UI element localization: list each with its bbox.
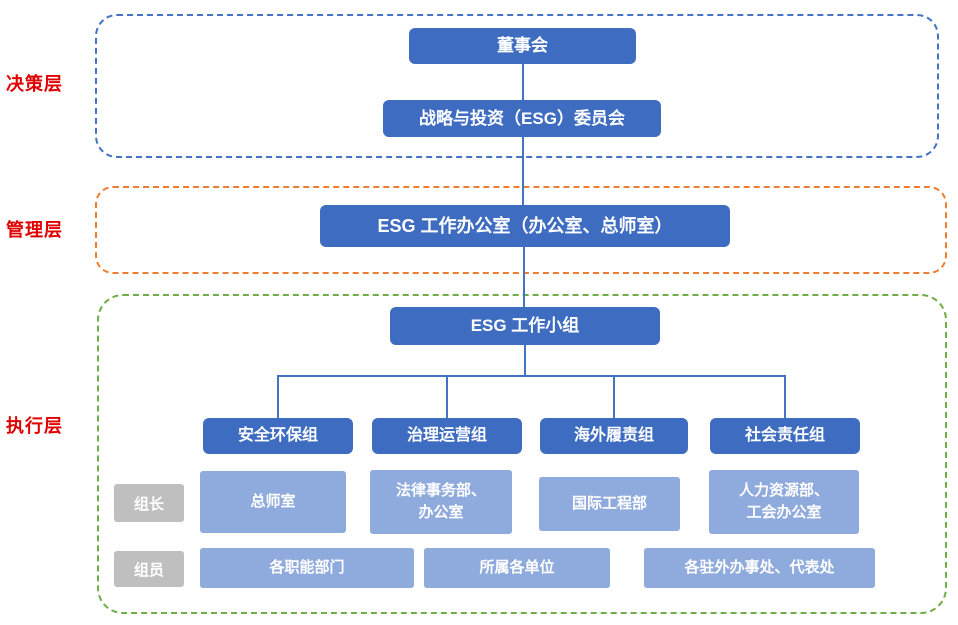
member-box-functional-departments: 各职能部门 [200,548,414,588]
connector-committee-office [522,137,524,205]
leader-box-governance-operations: 法律事务部、 办公室 [370,470,512,534]
governance-operations-group-header: 治理运营组 [372,418,522,454]
esg-committee-node: 战略与投资（ESG）委员会 [383,100,661,137]
member-box-overseas-offices: 各驻外办事处、代表处 [644,548,875,588]
execution-layer-frame [97,294,947,614]
overseas-responsibility-group-header: 海外履责组 [540,418,688,454]
connector-branch-horizontal [277,375,786,377]
safety-environment-group-header: 安全环保组 [203,418,353,454]
execution-layer-label: 执行层 [6,416,63,436]
decision-layer-frame [95,14,939,158]
connector-branch-group-3 [613,375,615,418]
group-leader-row-label: 组长 [114,484,184,522]
connector-workgroup-branch [524,345,526,376]
connector-branch-group-2 [446,375,448,418]
board-node: 董事会 [409,28,636,64]
leader-box-social-responsibility: 人力资源部、 工会办公室 [709,470,859,534]
connector-board-committee [522,64,524,100]
management-layer-label: 管理层 [6,220,63,240]
connector-office-workgroup [523,247,525,307]
decision-layer-label: 决策层 [6,74,63,94]
connector-branch-group-1 [277,375,279,418]
leader-box-safety-environment: 总师室 [200,471,346,533]
leader-box-overseas-responsibility: 国际工程部 [539,477,680,531]
management-layer-frame [95,186,947,274]
social-responsibility-group-header: 社会责任组 [710,418,860,454]
connector-branch-group-4 [784,375,786,418]
esg-workgroup-node: ESG 工作小组 [390,307,660,345]
group-member-row-label: 组员 [114,551,184,587]
member-box-affiliated-units: 所属各单位 [424,548,610,588]
esg-office-node: ESG 工作办公室（办公室、总师室） [320,205,730,247]
